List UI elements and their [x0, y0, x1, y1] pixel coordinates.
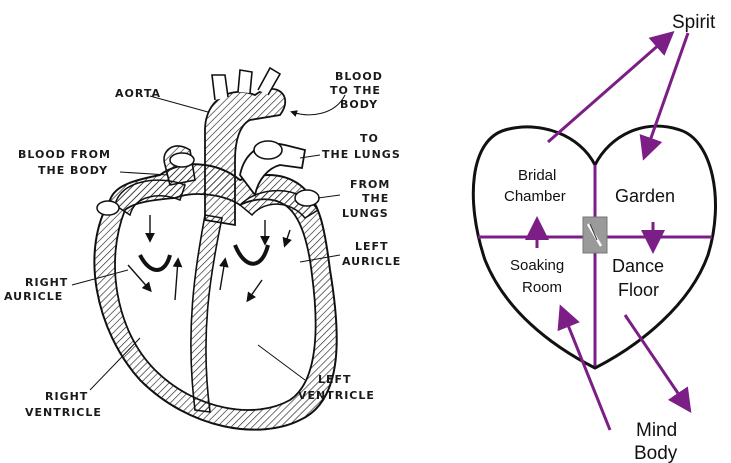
- label-to-lungs-1: TO: [360, 132, 379, 145]
- label-soaking-2: Room: [522, 279, 562, 296]
- label-left-ventricle-1: LEFT: [318, 373, 352, 386]
- label-dance-2: Floor: [618, 280, 659, 300]
- vena-cava-opening: [170, 153, 194, 167]
- label-blood-to-body-2: TO THE: [330, 84, 381, 97]
- label-mind: Mind: [636, 420, 677, 441]
- label-body: Body: [634, 443, 678, 463]
- label-from-lungs-3: LUNGS: [342, 207, 389, 220]
- label-from-body-2: THE BODY: [38, 164, 108, 177]
- pulmonary-vein: [295, 190, 319, 206]
- label-spirit: Spirit: [672, 12, 716, 33]
- anatomical-heart-svg: AORTA BLOOD TO THE BODY TO THE LUNGS BLO…: [0, 0, 440, 463]
- heart-metaphor-svg: Spirit Bridal Chamber Garden Soaking Roo…: [440, 0, 731, 463]
- label-dance-1: Dance: [612, 256, 664, 276]
- anatomical-heart-diagram: AORTA BLOOD TO THE BODY TO THE LUNGS BLO…: [0, 0, 440, 463]
- label-blood-to-body-3: BODY: [340, 98, 378, 111]
- label-left-ventricle-2: VENTRICLE: [298, 389, 375, 402]
- label-soaking-1: Soaking: [510, 257, 564, 274]
- label-right-ventricle-2: VENTRICLE: [25, 406, 102, 419]
- label-right-auricle-1: RIGHT: [25, 276, 68, 289]
- label-right-auricle-2: AURICLE: [4, 290, 63, 303]
- left-vein-stub: [97, 201, 119, 215]
- label-left-auricle-1: LEFT: [355, 240, 389, 253]
- heart-metaphor-diagram: Spirit Bridal Chamber Garden Soaking Roo…: [440, 0, 731, 463]
- label-aorta: AORTA: [115, 87, 161, 100]
- label-to-lungs-2: THE LUNGS: [322, 148, 401, 161]
- label-blood-to-body-1: BLOOD: [335, 70, 383, 83]
- pulmonary-opening: [254, 141, 282, 159]
- label-left-auricle-2: AURICLE: [342, 255, 401, 268]
- label-bridal-1: Bridal: [518, 167, 556, 184]
- label-bridal-2: Chamber: [504, 188, 566, 205]
- arrow-to-mind-body: [625, 315, 688, 408]
- label-from-lungs-2: THE: [362, 192, 389, 205]
- label-garden: Garden: [615, 186, 675, 206]
- label-right-ventricle-1: RIGHT: [45, 390, 88, 403]
- label-from-lungs-1: FROM: [350, 178, 390, 191]
- label-from-body-1: BLOOD FROM: [18, 148, 111, 161]
